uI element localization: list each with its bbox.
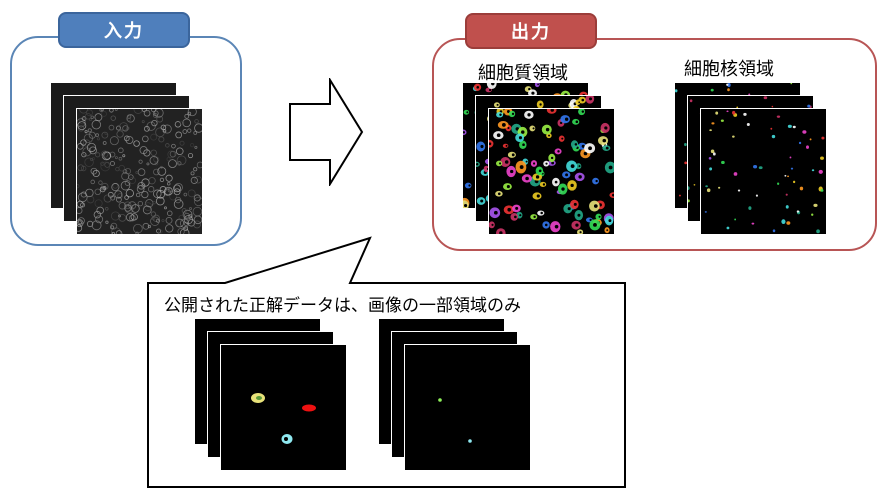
output-tag: 出力	[465, 13, 597, 49]
input-image-front	[77, 109, 202, 234]
gt-nucleus-green	[438, 398, 442, 402]
input-microscopy-image	[77, 109, 202, 234]
nucleus-label: 細胞核領域	[684, 59, 774, 80]
cytoplasm-label: 細胞質領域	[478, 63, 568, 84]
input-tag: 入力	[58, 12, 190, 48]
right-arrow-icon	[289, 78, 364, 186]
nucleus-segmentation-image	[701, 109, 826, 234]
callout-text: 公開された正解データは、画像の一部領域のみ	[164, 296, 521, 316]
gt-cell-red	[302, 404, 316, 412]
gt-nucleus-image	[405, 345, 530, 470]
gt-cytoplasm-image	[221, 345, 346, 470]
gt-nucleus-cyan	[468, 439, 472, 443]
cytoplasm-segmentation-image	[489, 109, 614, 234]
